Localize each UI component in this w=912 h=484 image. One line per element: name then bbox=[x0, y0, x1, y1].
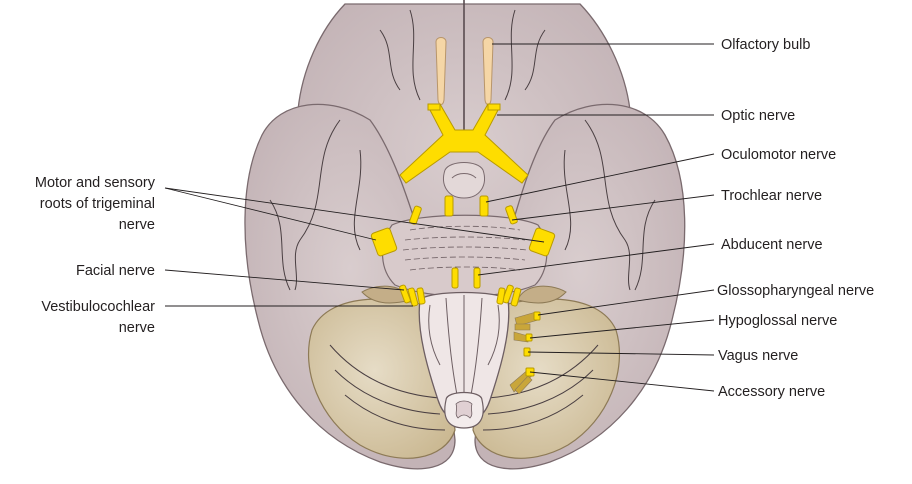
optic-nerve-right-stump bbox=[488, 104, 500, 110]
label-olfactory-bulb: Olfactory bulb bbox=[721, 37, 810, 53]
oculomotor-left bbox=[445, 196, 453, 216]
glossopharyngeal-right bbox=[534, 312, 540, 320]
label-accessory-nerve: Accessory nerve bbox=[718, 384, 825, 400]
pons bbox=[383, 215, 547, 296]
label-trochlear-nerve: Trochlear nerve bbox=[721, 188, 822, 204]
oculomotor-right bbox=[480, 196, 488, 216]
label-hypoglossal-nerve: Hypoglossal nerve bbox=[718, 313, 837, 329]
label-vagus-nerve: Vagus nerve bbox=[718, 348, 798, 364]
label-vestibulocochlear-line-2: nerve bbox=[119, 320, 155, 336]
label-trigeminal-line-3: nerve bbox=[119, 217, 155, 233]
label-trigeminal-line-1: Motor and sensory bbox=[35, 175, 156, 191]
olfactory-bulb-right bbox=[483, 38, 493, 105]
label-abducent-nerve: Abducent nerve bbox=[721, 237, 823, 253]
label-vestibulocochlear-line-1: Vestibulocochlear bbox=[41, 299, 155, 315]
label-trigeminal-line-2: roots of trigeminal bbox=[40, 196, 155, 212]
label-optic-nerve: Optic nerve bbox=[721, 108, 795, 124]
label-oculomotor-nerve: Oculomotor nerve bbox=[721, 147, 836, 163]
optic-nerve-left-stump bbox=[428, 104, 440, 110]
abducent-right bbox=[474, 268, 480, 288]
abducent-left bbox=[452, 268, 458, 288]
mammillary-bodies bbox=[444, 163, 485, 199]
olfactory-bulb-left bbox=[436, 38, 446, 105]
label-glossopharyngeal-nerve: Glossopharyngeal nerve bbox=[717, 283, 874, 299]
label-facial-nerve: Facial nerve bbox=[76, 263, 155, 279]
